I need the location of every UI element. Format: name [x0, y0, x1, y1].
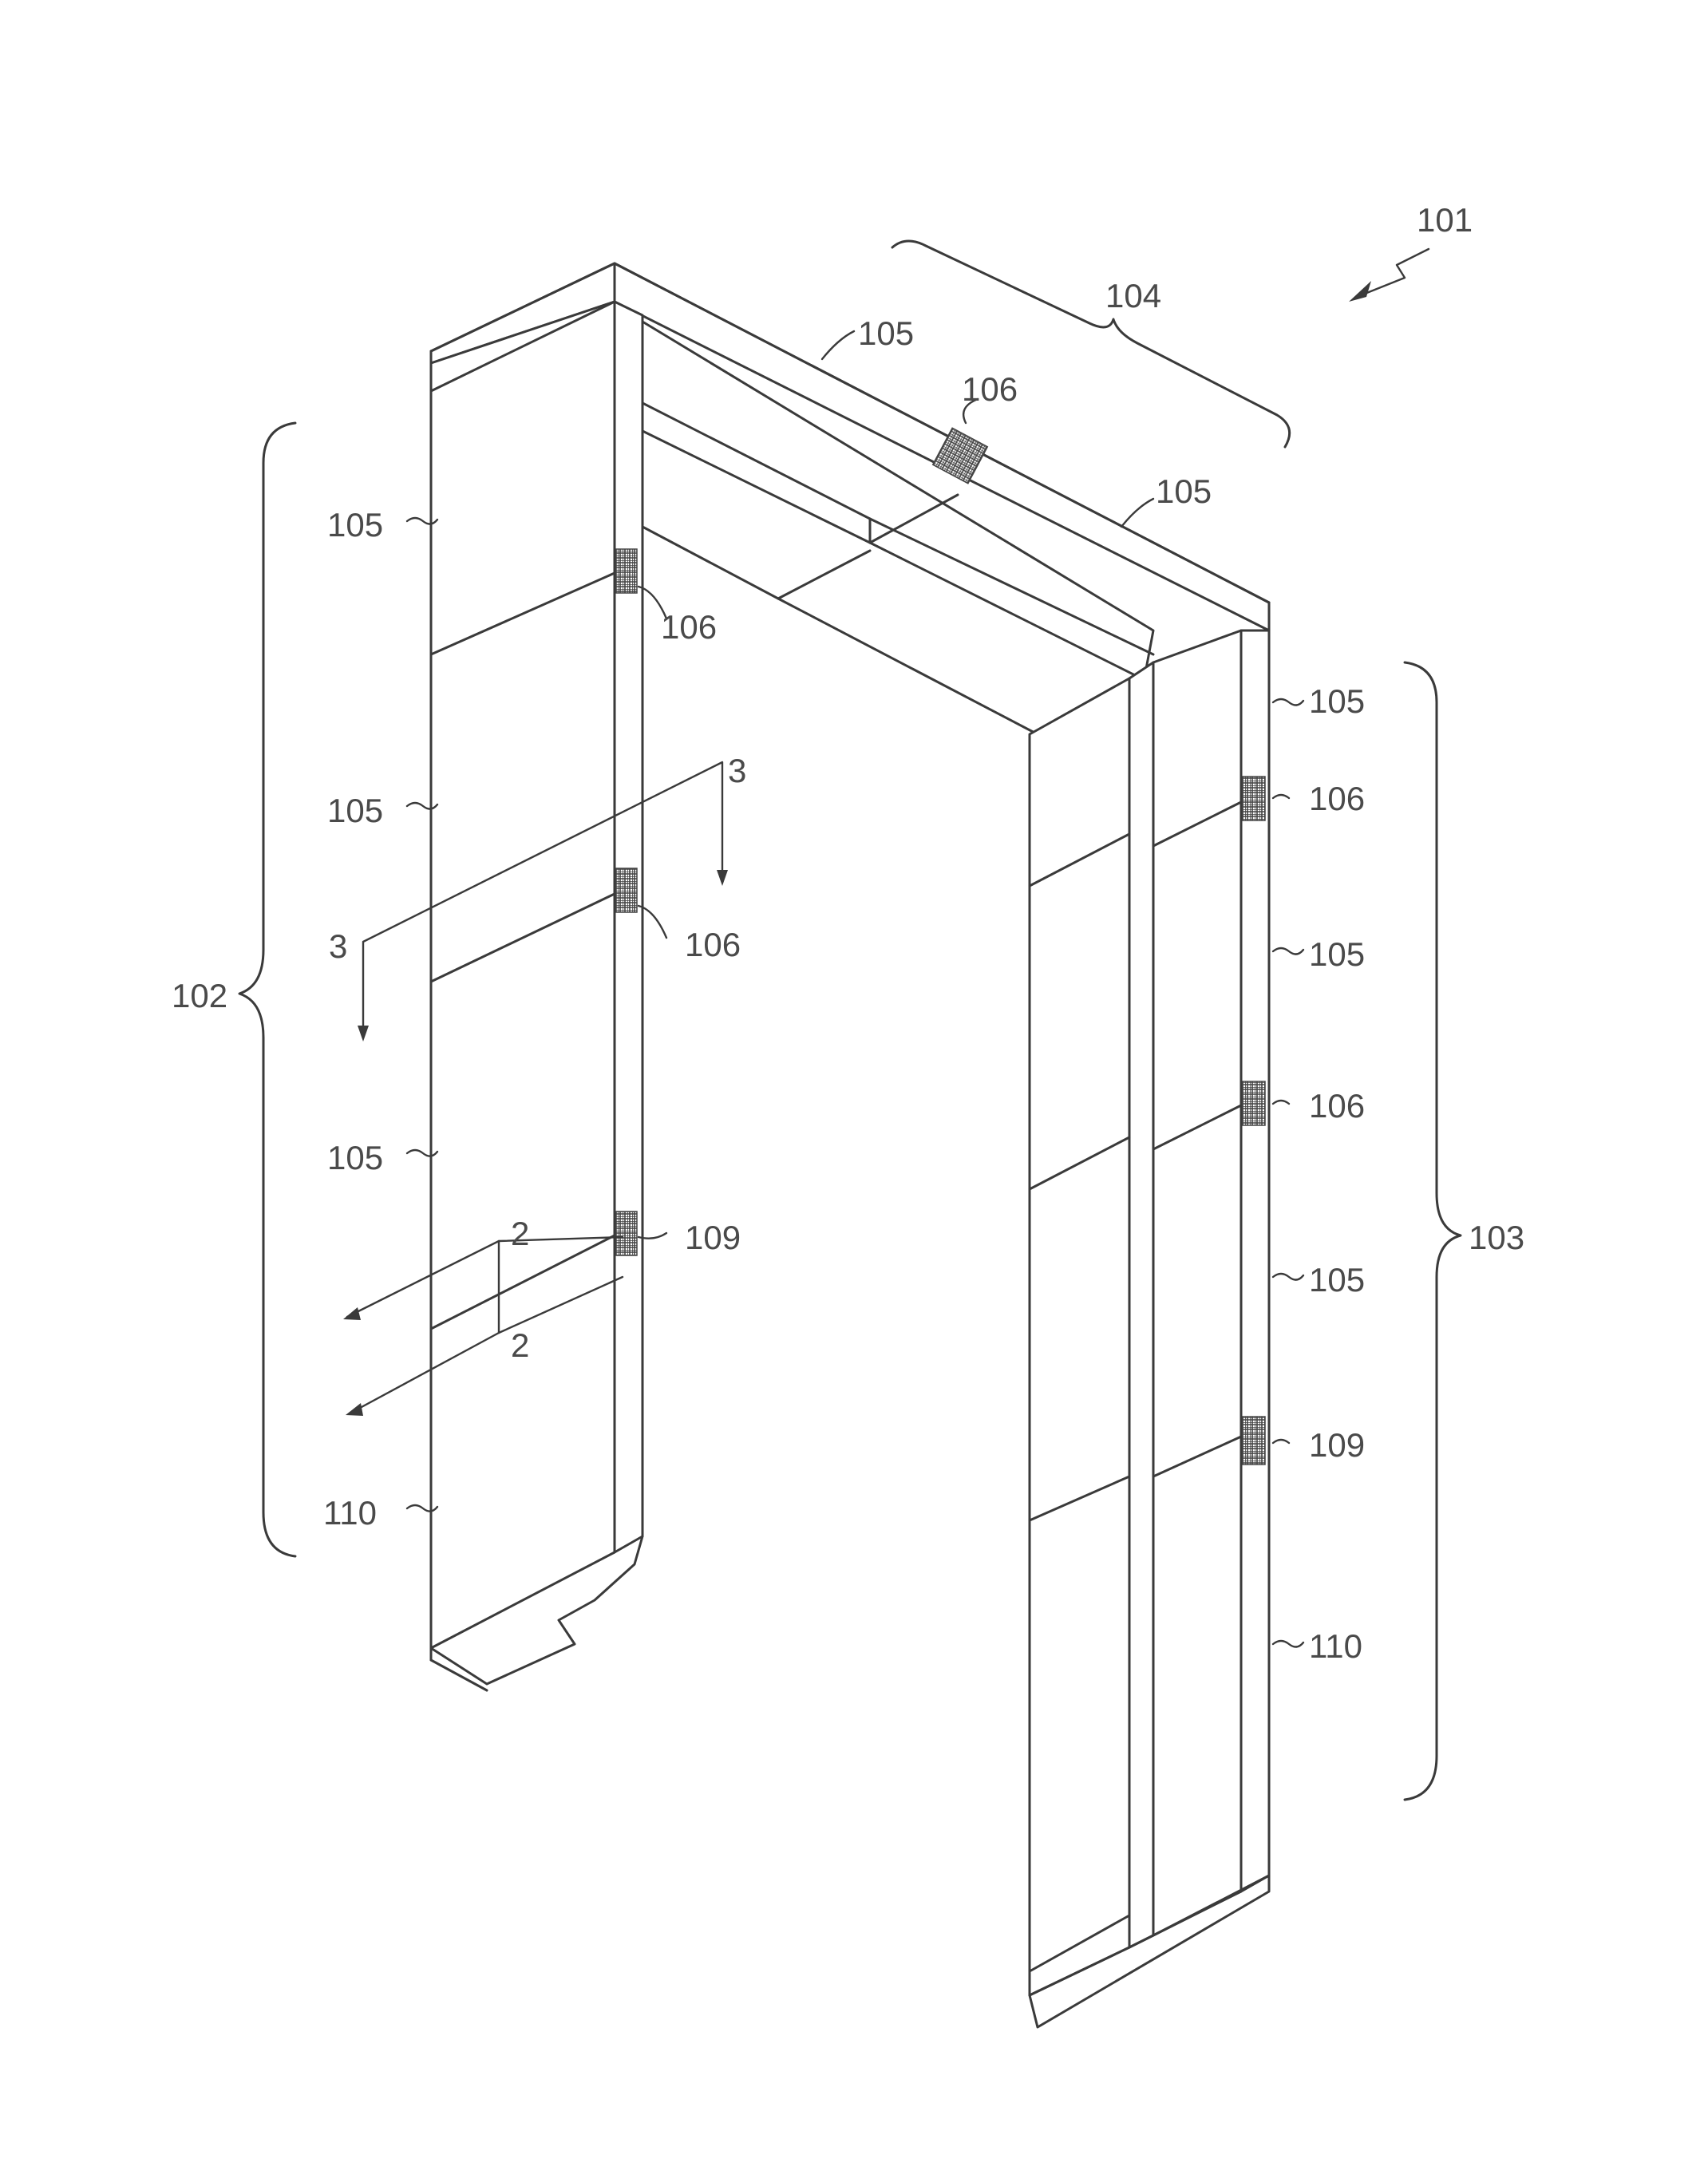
- label-104: 104: [1105, 277, 1161, 314]
- label-106-header: 106: [962, 370, 1018, 408]
- label-section-3-right: 3: [728, 752, 746, 789]
- label-106-left-middle: 106: [685, 926, 741, 963]
- label-105-left-top: 105: [327, 506, 383, 544]
- label-105-right-middle: 105: [1309, 935, 1365, 973]
- label-105-header-right: 105: [1156, 472, 1212, 510]
- connector-patch-109: [616, 1212, 637, 1255]
- label-102: 102: [172, 977, 227, 1014]
- connector-patch-109-right: [1243, 1417, 1265, 1465]
- label-section-2-bottom: 2: [511, 1326, 529, 1364]
- connector-patch-106-right-middle: [1243, 1081, 1265, 1125]
- label-105-header-left: 105: [858, 314, 914, 352]
- label-103: 103: [1469, 1219, 1524, 1256]
- connector-patch-106-middle: [616, 868, 637, 912]
- label-110-right: 110: [1309, 1627, 1362, 1665]
- label-105-left-lower: 105: [327, 1139, 383, 1176]
- brace-103: [1405, 662, 1461, 1800]
- label-106-left-upper: 106: [661, 608, 717, 646]
- label-109-right: 109: [1309, 1426, 1365, 1464]
- label-section-2-top: 2: [511, 1215, 529, 1252]
- label-101: 101: [1417, 201, 1473, 239]
- label-109-left: 109: [685, 1219, 741, 1256]
- brace-102: [239, 423, 295, 1556]
- label-110-left: 110: [323, 1494, 377, 1532]
- right-jamb: [1030, 630, 1269, 2027]
- brace-104: [892, 241, 1290, 447]
- label-105-right-lower: 105: [1309, 1261, 1365, 1299]
- label-106-right-upper: 106: [1309, 780, 1365, 817]
- label-105-right-top: 105: [1309, 682, 1365, 720]
- ref-101-arrow: [1349, 249, 1429, 302]
- left-jamb: [431, 302, 642, 1690]
- label-106-right-middle: 106: [1309, 1087, 1365, 1125]
- connector-patch-106-upper: [616, 549, 637, 593]
- connector-patch-106-right-upper: [1243, 777, 1265, 820]
- label-section-3-left: 3: [329, 927, 347, 965]
- label-105-left-middle: 105: [327, 792, 383, 829]
